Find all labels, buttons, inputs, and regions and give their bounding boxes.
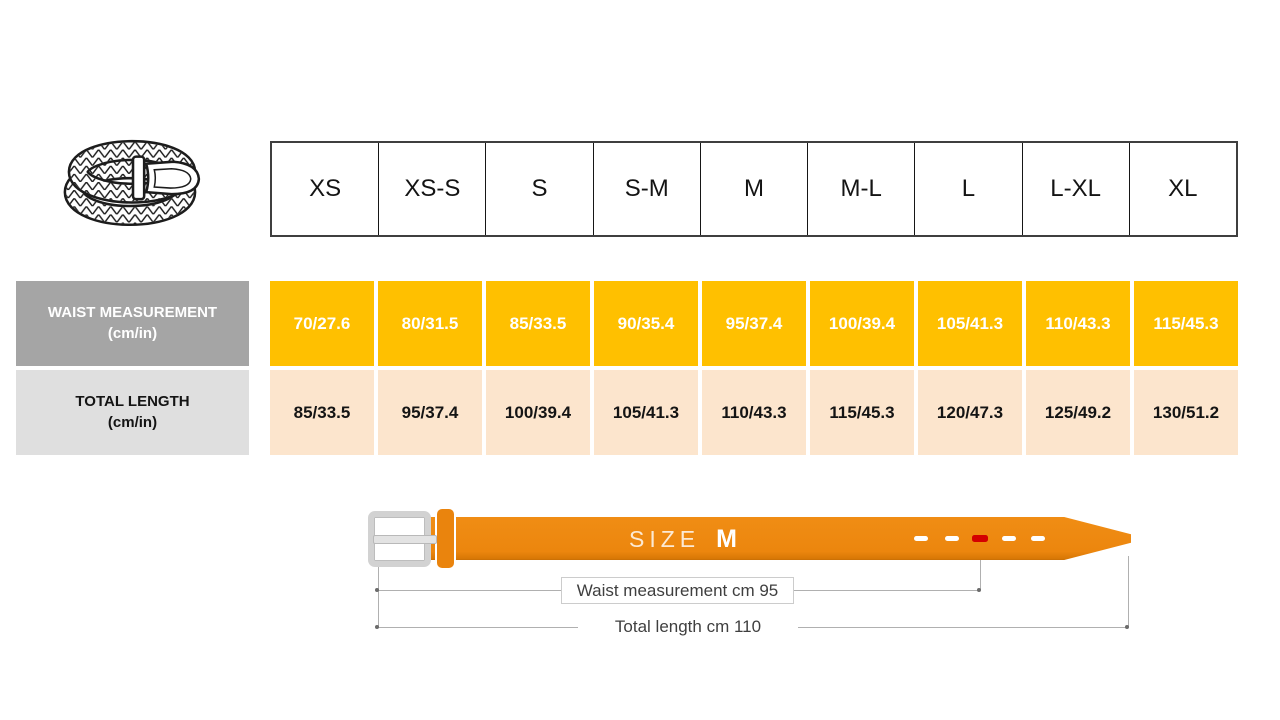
length-value-cell: 125/49.2 — [1026, 370, 1130, 455]
length-value-cell: 110/43.3 — [702, 370, 806, 455]
size-header-cell: XL — [1168, 175, 1198, 202]
waist-values-row: 70/27.6 80/31.5 85/33.5 90/35.4 95/37.4 … — [270, 281, 1238, 366]
belt-hole — [1002, 536, 1016, 541]
length-value-cell: 120/47.3 — [918, 370, 1022, 455]
waist-value-cell: 95/37.4 — [702, 281, 806, 366]
waist-value-cell: 80/31.5 — [378, 281, 482, 366]
size-word: SIZE — [629, 525, 701, 552]
size-header-cell: M-L — [808, 143, 916, 235]
length-value-cell: 115/45.3 — [810, 370, 914, 455]
size-header-row: XS XS-S S S-M M M-L L L-XL XL — [270, 141, 1238, 237]
length-row-unit: (cm/in) — [107, 413, 158, 431]
size-value: M — [716, 524, 737, 553]
waist-value-cell: 110/43.3 — [1026, 281, 1130, 366]
total-length-annotation-text: Total length cm 110 — [614, 617, 762, 636]
belt-hole — [914, 536, 928, 541]
buckle-vertical-guide-line — [378, 567, 379, 628]
length-value-cell: 130/51.2 — [1134, 370, 1238, 455]
line-end-dot — [977, 588, 981, 592]
size-header-cell: L — [915, 143, 1023, 235]
length-row-label-text: TOTAL LENGTH — [75, 393, 190, 411]
waist-annotation-text: Waist measurement cm 95 — [576, 580, 779, 600]
waist-row-label: WAIST MEASUREMENT (cm/in) — [16, 281, 249, 366]
waist-row-unit: (cm/in) — [107, 324, 158, 342]
length-values-row: 85/33.5 95/37.4 100/39.4 105/41.3 110/43… — [270, 370, 1238, 455]
size-header-cell: M — [701, 143, 809, 235]
hole-vertical-guide-line — [980, 546, 981, 590]
belt-buckle-prong — [373, 535, 437, 544]
length-value-cell: 105/41.3 — [594, 370, 698, 455]
waist-value-cell: 105/41.3 — [918, 281, 1022, 366]
length-value-cell: 95/37.4 — [378, 370, 482, 455]
belt-hole — [1031, 536, 1045, 541]
length-value-cell: 100/39.4 — [486, 370, 590, 455]
tip-vertical-guide-line — [1128, 556, 1129, 627]
total-length-annotation: Total length cm 110 — [578, 615, 798, 639]
waist-value-cell: 100/39.4 — [810, 281, 914, 366]
length-value-cell: 85/33.5 — [270, 370, 374, 455]
size-header-cell: S — [486, 143, 594, 235]
waist-value-cell: 115/45.3 — [1134, 281, 1238, 366]
waist-value-cell: 70/27.6 — [270, 281, 374, 366]
length-row-label: TOTAL LENGTH (cm/in) — [16, 370, 249, 455]
line-end-dot — [1125, 625, 1129, 629]
belt-hole-selected — [972, 535, 988, 542]
belt-size-label: SIZE M — [598, 523, 768, 555]
waist-annotation-box: Waist measurement cm 95 — [561, 577, 794, 604]
belt-hole — [945, 536, 959, 541]
braided-belt-icon — [63, 139, 201, 227]
belt-keeper-loop — [437, 509, 454, 568]
size-header-cell: S-M — [594, 143, 701, 235]
waist-row-label-text: WAIST MEASUREMENT — [47, 304, 218, 322]
waist-value-cell: 90/35.4 — [594, 281, 698, 366]
waist-value-cell: 85/33.5 — [486, 281, 590, 366]
size-header-cell: XS-S — [379, 143, 487, 235]
belt-strap — [428, 517, 1131, 560]
size-header-cell: L-XL — [1023, 143, 1130, 235]
size-header-cell: XS — [272, 143, 380, 235]
line-end-dot — [375, 588, 379, 592]
line-end-dot — [375, 625, 379, 629]
